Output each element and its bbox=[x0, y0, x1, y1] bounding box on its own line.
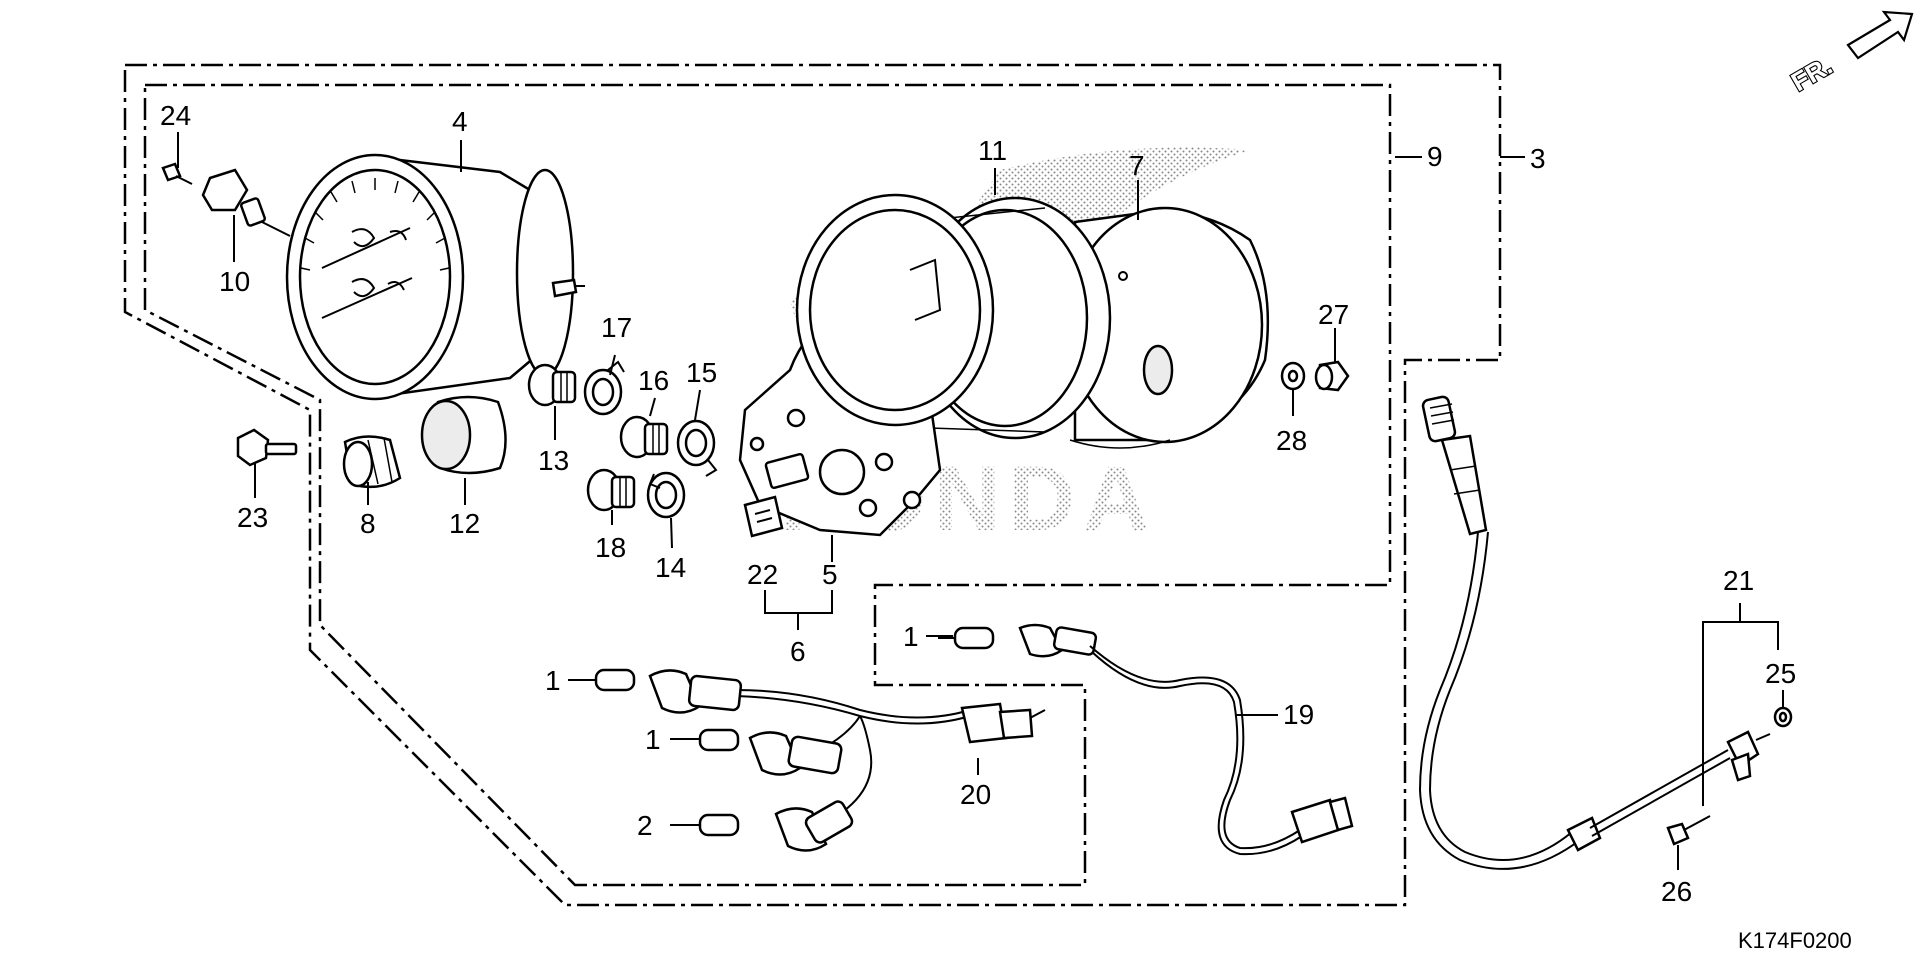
callout-labels: 24 4 10 23 8 12 13 17 16 15 18 14 11 7 9… bbox=[160, 100, 1796, 907]
callout-9: 9 bbox=[1427, 141, 1443, 172]
callout-6: 6 bbox=[790, 636, 806, 667]
callout-7: 7 bbox=[1129, 150, 1145, 181]
outer-assembly-boundary bbox=[123, 63, 1502, 907]
callout-10: 10 bbox=[219, 266, 250, 297]
nut-27 bbox=[1314, 360, 1350, 392]
ring-17 bbox=[583, 360, 625, 416]
callout-2: 2 bbox=[637, 810, 653, 841]
callout-11: 11 bbox=[978, 135, 1007, 166]
screw-24 bbox=[161, 162, 182, 182]
callout-4: 4 bbox=[452, 106, 468, 137]
callout-26: 26 bbox=[1661, 876, 1692, 907]
callout-20: 20 bbox=[960, 779, 991, 810]
callout-17: 17 bbox=[601, 312, 632, 343]
callout-27: 27 bbox=[1318, 299, 1349, 330]
callout-28: 28 bbox=[1276, 425, 1307, 456]
bolt-26 bbox=[1666, 822, 1690, 846]
socket-18 bbox=[586, 468, 636, 512]
bolt-23 bbox=[236, 428, 298, 467]
callout-15: 15 bbox=[686, 357, 717, 388]
bracket-5 bbox=[738, 193, 995, 537]
bulb-1c bbox=[953, 626, 995, 650]
grommet-8 bbox=[342, 435, 402, 489]
socket-13 bbox=[527, 363, 577, 407]
callout-1c: 1 bbox=[903, 621, 919, 652]
callout-24: 24 bbox=[160, 100, 191, 131]
cap-12 bbox=[420, 395, 507, 475]
callout-25: 25 bbox=[1765, 658, 1796, 689]
callout-1b: 1 bbox=[645, 724, 661, 755]
callout-8: 8 bbox=[360, 508, 376, 539]
callout-3: 3 bbox=[1530, 143, 1546, 174]
inner-assembly-boundary bbox=[143, 83, 1392, 887]
leader-lines bbox=[177, 132, 1784, 870]
wire-harness-20 bbox=[648, 669, 1046, 852]
wire-harness-19 bbox=[938, 623, 1354, 856]
speedometer-cable-21 bbox=[1418, 395, 1793, 870]
front-direction-marker: FR. bbox=[1785, 10, 1914, 98]
emblem-22 bbox=[743, 495, 784, 538]
callout-22: 22 bbox=[747, 559, 778, 590]
ring-15 bbox=[676, 419, 718, 477]
callout-19: 19 bbox=[1283, 699, 1314, 730]
callout-5: 5 bbox=[822, 559, 838, 590]
callout-13: 13 bbox=[538, 445, 569, 476]
callout-12: 12 bbox=[449, 508, 480, 539]
meter-case-7 bbox=[1066, 206, 1270, 449]
speedometer-assembly bbox=[161, 153, 585, 401]
callout-18: 18 bbox=[595, 532, 626, 563]
socket-16 bbox=[619, 415, 669, 459]
callout-14: 14 bbox=[655, 552, 686, 583]
front-marker-label: FR. bbox=[1786, 50, 1837, 97]
ring-14 bbox=[646, 471, 686, 519]
callout-1a: 1 bbox=[545, 665, 561, 696]
cable-nut bbox=[201, 168, 249, 212]
callout-21: 21 bbox=[1723, 565, 1754, 596]
washer-28 bbox=[1280, 361, 1306, 391]
callout-16: 16 bbox=[638, 365, 669, 396]
callout-23: 23 bbox=[237, 502, 268, 533]
figure-code: K174F0200 bbox=[1738, 928, 1852, 953]
